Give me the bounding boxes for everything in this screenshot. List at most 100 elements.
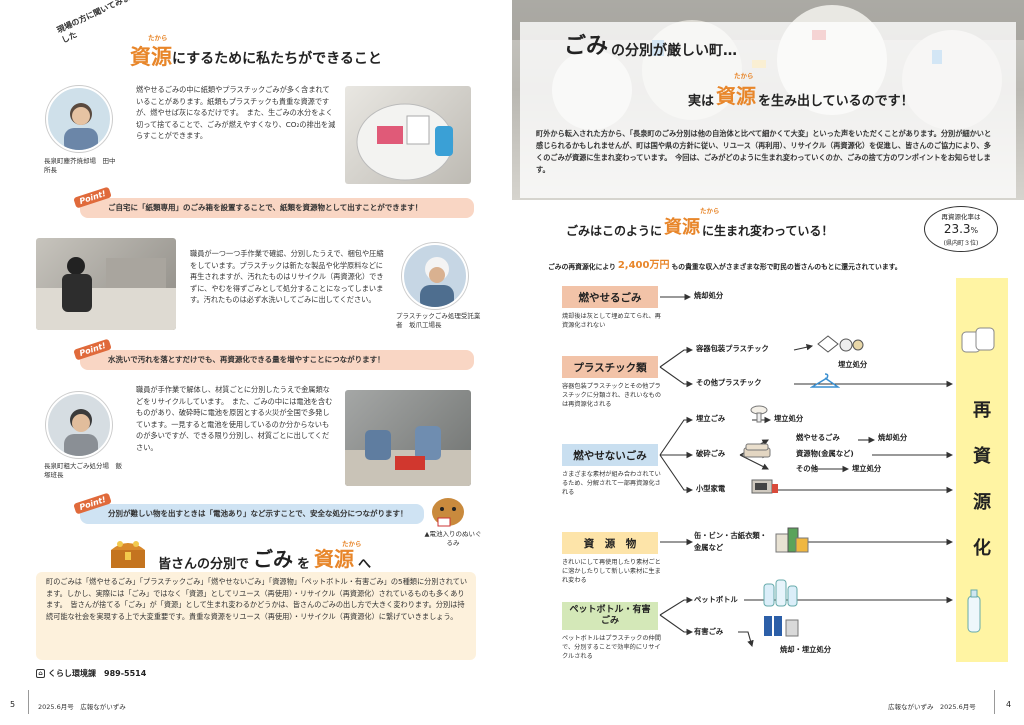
flow-other: その他 xyxy=(796,464,818,473)
point-bar-1: ご自宅に「紙類専用」のごみ箱を設置することで、紙類を資源物として出すことができま… xyxy=(80,198,474,218)
point-bar-2: 水洗いで汚れを落とすだけでも、再資源化できる量を増やすことにつながります！ xyxy=(80,350,474,370)
contact-icon: ⌂ xyxy=(36,669,45,678)
flow-landfill-2: 埋立処分 xyxy=(774,414,804,423)
paper-roll-icon xyxy=(958,326,998,360)
flow-small-appliance: 小型家電 xyxy=(696,484,726,493)
transform-heading-keyword: 資源 xyxy=(664,217,701,238)
flow-burn-landfill: 焼却・埋立処分 xyxy=(780,645,832,654)
category-burnable: 燃やせるごみ xyxy=(562,286,658,308)
resource-items-icon xyxy=(774,524,810,558)
transform-ruby: たから xyxy=(700,207,720,215)
flow-arrows xyxy=(659,293,954,648)
section3-text: 職員が手作業で解体し、材質ごとに分別したうえで金属類などをリサイクルしています。… xyxy=(136,385,333,452)
hero-ruby: たから xyxy=(734,72,754,80)
page-title: 資源 にするために私たちができること xyxy=(130,42,382,70)
avatar xyxy=(402,243,468,309)
closing-title-b: ごみ xyxy=(253,547,294,571)
page-number: 4 xyxy=(1006,700,1012,709)
footer-issue: 2025.6月号 広報ながいずみ xyxy=(38,703,126,711)
transform-heading-b: に生まれ変わっている！ xyxy=(702,224,834,238)
hero-overlay xyxy=(520,22,1016,198)
flow-container-plastic: 容器包装プラスチック xyxy=(696,344,769,353)
flow-burnable: 燃やせるごみ xyxy=(796,433,840,442)
sofa-icon xyxy=(742,442,772,464)
closing-title-d: 資源 xyxy=(314,547,355,571)
category-plastic-desc: 容器包装プラスチックとその他プラスチックに分類され、きれいなものは再資源化される xyxy=(562,383,662,408)
hero-title-line1: ごみ の分別が厳しい町… xyxy=(564,28,737,60)
closing-title-a: 皆さんの分別で xyxy=(158,557,250,572)
hero-line2-b: を生み出しているのです！ xyxy=(758,94,914,109)
avatar xyxy=(46,86,112,152)
left-footer-line xyxy=(28,690,29,714)
right-footer-line xyxy=(994,690,995,714)
contact-text: くらし環境課 989-5514 xyxy=(48,669,147,678)
title-rest: にするために私たちができること xyxy=(172,51,382,67)
bottle-result-icon xyxy=(964,588,984,638)
pet-bottle-icon xyxy=(760,578,800,612)
category-resources-desc: きれいにして再使用したり素材ごとに溶かしたりして新しい素材に生まれ変わる xyxy=(562,559,661,584)
left-page: 現場の方に聞いてみました たから 資源 にするために私たちができること 長泉町塵… xyxy=(10,0,482,714)
staff-caption: プラスチックごみ処理受託業者 坂爪工場長 xyxy=(396,312,481,329)
intro-amount: 2,400万円 xyxy=(617,260,670,271)
category-pet-desc: ペットボトルはプラスチックの仲間で、分別することで効率的にリサイクルされる xyxy=(562,635,661,660)
rate-label: 再資源化率は xyxy=(941,213,981,221)
intro-b: もの貴重な収入がさまざまな形で町民の皆さんのもとに還元されています。 xyxy=(671,263,902,271)
hero-title-rest: の分別が厳しい町… xyxy=(611,43,738,59)
flow-landfill-1: 埋立処分 xyxy=(838,360,868,369)
closing-text: 町のごみは「燃やせるごみ」「プラスチックごみ」「燃やせないごみ」「資源物」「ペッ… xyxy=(46,577,468,621)
rate-value: 23.3 xyxy=(943,222,971,236)
category-plastic: プラスチック類 xyxy=(562,356,658,378)
avatar xyxy=(46,392,112,458)
lamp-icon xyxy=(748,404,770,428)
battery-icon xyxy=(762,612,802,642)
page-number: 5 xyxy=(10,700,16,709)
dismantling-photo xyxy=(345,390,471,486)
staff-caption: 長泉町塵芥焼却場 田中所長 xyxy=(44,157,116,174)
plush-caption: ▲電池入りのぬいぐるみ xyxy=(424,530,482,547)
transform-heading: ごみはこのように 資源 に生まれ変わっている！ xyxy=(566,213,833,239)
category-burnable-desc: 焼却後は灰として埋め立てられ、再資源化されない xyxy=(562,313,661,329)
right-page: ごみ の分別が厳しい町… たから 実は 資源 を生み出しているのです！ 町外から… xyxy=(512,0,1024,725)
closing-box xyxy=(36,572,476,660)
section1-text: 燃やせるごみの中に紙類やプラスチックごみが多く含まれていることがあります。紙類も… xyxy=(136,85,336,140)
hero-title-keyword: ごみ xyxy=(564,34,609,59)
closing-ruby: たから xyxy=(342,540,362,548)
hero-body: 町外から転入された方から、「長泉町のごみ分別は他の自治体と比べて細かくて大変」と… xyxy=(536,129,992,174)
staff-caption: 長泉町粗大ごみ処分場 飯塚班長 xyxy=(44,462,122,479)
container-plastic-icon xyxy=(816,334,864,360)
trash-bag-photo xyxy=(345,86,471,184)
plush-toy-icon xyxy=(428,492,468,528)
flow-burn-2: 焼却処分 xyxy=(878,433,908,442)
hero-title-line2: 実は 資源 を生み出しているのです！ xyxy=(688,80,914,109)
closing-title: 皆さんの分別で ごみ を 資源 へ xyxy=(158,544,371,572)
flow-other-plastic: その他プラスチック xyxy=(696,378,762,387)
appliance-icon xyxy=(750,476,780,500)
flow-pet: ペットボトル xyxy=(694,595,738,604)
point-bar-3: 分別が難しい物を出すときは「電池あり」など示すことで、安全な処分につながります！ xyxy=(80,504,424,524)
transform-intro: ごみの再資源化により 2,400万円 もの貴重な収入がさまざまな形で町民の皆さん… xyxy=(548,256,902,271)
footer-issue: 広報ながいずみ 2025.6月号 xyxy=(888,703,976,711)
transform-heading-a: ごみはこのように xyxy=(566,224,663,238)
closing-title-e: へ xyxy=(358,557,372,572)
title-keyword: 資源 xyxy=(130,45,172,69)
category-resources: 資 源 物 xyxy=(562,532,658,554)
intro-a: ごみの再資源化により xyxy=(548,263,616,271)
closing-title-c: を xyxy=(297,557,311,572)
category-nonburnable-desc: さまざまな素材が組み合わされているため、分解されて一部再資源化される xyxy=(562,471,661,496)
rate-unit: % xyxy=(970,226,979,235)
flow-resources-metal: 資源物(金属など) xyxy=(796,449,854,458)
plastic-sorting-photo xyxy=(36,238,176,330)
rate-note: (県内町３位) xyxy=(943,240,979,247)
flow-crush: 破砕ごみ xyxy=(696,449,726,458)
intro-tag: 現場の方に聞いてみました xyxy=(55,0,132,45)
hanger-icon xyxy=(809,372,841,394)
flow-hazardous: 有害ごみ xyxy=(694,627,724,636)
flow-landfill-3: 埋立処分 xyxy=(852,464,882,473)
flow-burn: 焼却処分 xyxy=(694,291,724,300)
rate-bubble: 再資源化率は 23.3% (県内町３位) xyxy=(924,206,998,252)
contact: ⌂ くらし環境課 989-5514 xyxy=(36,668,146,679)
heading-ruby: たから xyxy=(148,34,168,42)
category-nonburnable: 燃やせないごみ xyxy=(562,444,658,466)
result-label: 再資源化 xyxy=(973,400,991,559)
flow-resource-items: 缶・ビン・古紙衣類・金属など xyxy=(694,531,767,552)
